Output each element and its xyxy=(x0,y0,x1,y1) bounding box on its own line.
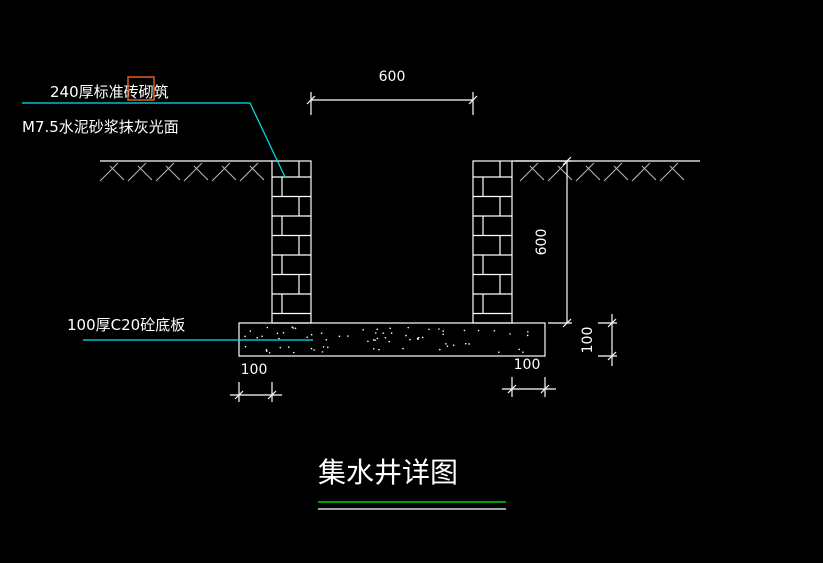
wall-finish-label: M7.5水泥砂浆抹灰光面 xyxy=(22,118,179,136)
dimension-depth: 600 xyxy=(515,156,572,328)
dimension-label-100-right: 100 xyxy=(514,357,541,373)
slab-label: 100厚C20砼底板 xyxy=(67,316,185,334)
dimension-right-overhang: 100 xyxy=(502,357,556,397)
wall-material-label: 240厚标准砖砌筑 xyxy=(50,83,169,101)
left-brick-wall xyxy=(271,160,312,324)
dimension-slab-thickness: 100 xyxy=(580,314,617,366)
highlight-box xyxy=(127,76,155,101)
wall-leader-line xyxy=(22,102,286,178)
drawing-title: 集水井详图 xyxy=(318,456,458,489)
dimension-label-600-side: 600 xyxy=(534,229,550,256)
brick-courses xyxy=(272,161,512,315)
dimension-label-100-slab: 100 xyxy=(580,327,596,354)
soil-hatch xyxy=(99,162,685,182)
concrete-hatch xyxy=(244,326,529,354)
dimension-label-600-top: 600 xyxy=(379,69,406,85)
dimension-label-100-left: 100 xyxy=(241,362,268,378)
dimension-inner-width: 600 xyxy=(306,69,478,115)
right-brick-wall xyxy=(472,160,513,324)
dimension-left-overhang: 100 xyxy=(230,362,282,402)
